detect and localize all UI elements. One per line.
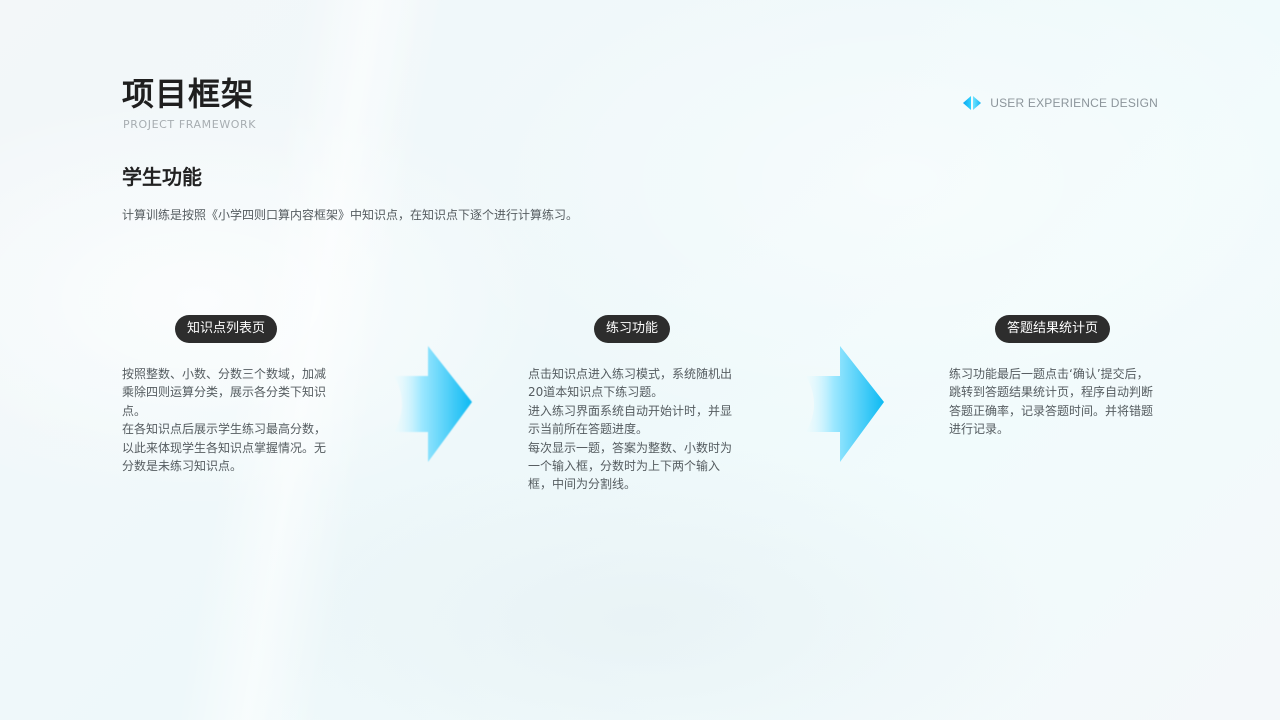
page-title: 项目框架 [122,75,255,113]
step-label-result-stats: 答题结果统计页 [995,315,1111,343]
step-paragraph: 在各知识点后展示学生练习最高分数，以此来体现学生各知识点掌握情况。无分数是未练习… [122,422,327,474]
step-description-result-stats: 练习功能最后一题点击‘确认’提交后，跳转到答题结果统计页，程序自动判断答题正确率… [949,365,1159,439]
step-label-practice: 练习功能 [594,315,671,343]
arrow-right-icon [806,346,884,462]
page-subtitle: PROJECT FRAMEWORK [123,118,257,131]
brand-mark: USER EXPERIENCE DESIGN [962,95,1158,111]
step-paragraph: 进入练习界面系统自动开始计时，并显示当前所在答题进度。 [528,403,733,437]
step-paragraph: 点击知识点进入练习模式，系统随机出20道本知识点下练习题。 [528,367,733,400]
step-paragraph: 按照整数、小数、分数三个数域，加减乘除四则运算分类，展示各分类下知识点。 [122,367,327,418]
step-description-knowledge-list: 按照整数、小数、分数三个数域，加减乘除四则运算分类，展示各分类下知识点。 在各知… [122,365,332,475]
section-description: 计算训练是按照《小学四则口算内容框架》中知识点，在知识点下逐个进行计算练习。 [122,208,579,222]
brand-text: USER EXPERIENCE DESIGN [990,96,1158,110]
diamond-logo-icon [963,96,982,110]
step-description-practice: 点击知识点进入练习模式，系统随机出20道本知识点下练习题。 进入练习界面系统自动… [528,365,738,494]
step-label-knowledge-list: 知识点列表页 [175,315,278,343]
step-paragraph: 每次显示一题，答案为整数、小数时为一个输入框，分数时为上下两个输入框，中间为分割… [528,440,733,492]
arrow-right-icon [394,346,472,462]
step-paragraph: 练习功能最后一题点击‘确认’提交后，跳转到答题结果统计页，程序自动判断答题正确率… [949,367,1154,437]
section-title: 学生功能 [122,165,202,189]
